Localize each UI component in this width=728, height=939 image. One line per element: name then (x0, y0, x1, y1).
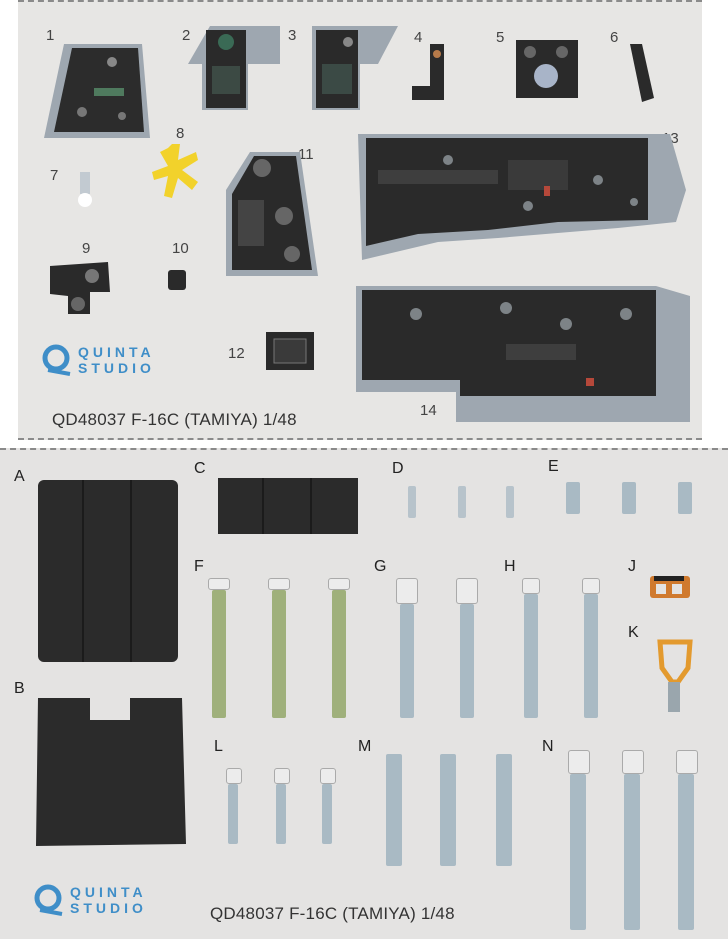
decal-part-13 (358, 134, 686, 260)
decal-part-N-buckle-3 (676, 750, 698, 774)
sheet-caption-bottom: QD48037 F-16C (TAMIYA) 1/48 (210, 904, 455, 923)
part-letter-K: K (628, 624, 639, 641)
logo-word-quinta: QUINTA (78, 344, 155, 360)
decal-part-B (36, 698, 186, 846)
decal-part-D-1 (408, 486, 416, 518)
decal-part-E-2 (622, 482, 636, 514)
decal-part-4 (412, 44, 444, 100)
part-number-11: 11 (298, 146, 314, 163)
decal-part-C (218, 478, 358, 534)
decal-part-N-2 (624, 774, 640, 930)
decal-part-G-buckle-2 (456, 578, 478, 604)
decal-part-9 (50, 262, 110, 314)
part-number-4: 4 (414, 29, 423, 46)
decal-part-8 (152, 144, 198, 198)
decal-part-L-buckle-2 (274, 768, 290, 784)
part-letter-L: L (214, 738, 223, 755)
part-number-5: 5 (496, 29, 505, 46)
part-number-8: 8 (176, 125, 185, 142)
decal-part-D-3 (506, 486, 514, 518)
decal-part-3 (312, 26, 398, 110)
decal-part-F-buckle-1 (208, 578, 230, 590)
part-letter-D: D (392, 460, 404, 477)
decal-part-G-1 (400, 604, 414, 718)
decal-part-F-buckle-3 (328, 578, 350, 590)
decal-part-F-1 (212, 590, 226, 718)
sheet-caption: QD48037 F-16C (TAMIYA) 1/48 (52, 410, 297, 429)
part-number-14: 14 (420, 402, 437, 419)
part-letter-M: M (358, 738, 372, 755)
decal-sheet-instrument-panels: 1 2 3 4 5 6 7 8 9 10 11 12 13 14 (18, 0, 702, 440)
logo-word-quinta: QUINTA (70, 884, 147, 900)
decal-part-F-buckle-2 (268, 578, 290, 590)
decal-part-5 (516, 40, 578, 98)
decal-part-2 (188, 26, 280, 110)
decal-part-6 (630, 44, 654, 102)
decal-part-E-3 (678, 482, 692, 514)
quinta-studio-logo-icon (34, 884, 63, 916)
part-number-9: 9 (82, 240, 91, 257)
decal-part-N-buckle-1 (568, 750, 590, 774)
part-number-2: 2 (182, 27, 191, 44)
part-letter-B: B (14, 680, 25, 697)
decal-part-A (38, 480, 178, 662)
part-letter-A: A (14, 468, 25, 485)
decal-part-G-buckle-1 (396, 578, 418, 604)
decal-part-14 (356, 286, 690, 422)
part-letter-F: F (194, 558, 204, 575)
decal-part-K (657, 639, 693, 712)
part-letter-J: J (628, 558, 636, 575)
decal-part-N-buckle-2 (622, 750, 644, 774)
decal-part-10 (168, 270, 186, 290)
decal-part-E-1 (566, 482, 580, 514)
part-number-6: 6 (610, 29, 619, 46)
decal-part-G-2 (460, 604, 474, 718)
decal-part-H-2 (584, 594, 598, 718)
decal-part-J (650, 576, 690, 598)
decal-part-H-1 (524, 594, 538, 718)
part-number-10: 10 (172, 240, 189, 257)
decal-part-L-2 (276, 784, 286, 844)
part-letter-E: E (548, 458, 559, 475)
decal-part-H-buckle-2 (582, 578, 600, 594)
decal-part-N-1 (570, 774, 586, 930)
quinta-studio-logo-icon (42, 344, 71, 376)
part-letter-C: C (194, 460, 206, 477)
decal-part-N-3 (678, 774, 694, 930)
decal-part-M-2 (440, 754, 456, 866)
decal-part-F-3 (332, 590, 346, 718)
decal-part-7 (78, 172, 92, 207)
part-number-3: 3 (288, 27, 297, 44)
decal-part-L-1 (228, 784, 238, 844)
decal-part-L-3 (322, 784, 332, 844)
part-number-1: 1 (46, 27, 55, 44)
decal-part-11 (226, 152, 318, 276)
decal-part-H-buckle-1 (522, 578, 540, 594)
part-number-12: 12 (228, 345, 245, 362)
part-number-7: 7 (50, 167, 59, 184)
decal-part-D-2 (458, 486, 466, 518)
part-letter-G: G (374, 558, 387, 575)
decal-part-12 (266, 332, 314, 370)
decal-part-1 (44, 44, 150, 138)
logo-word-studio: STUDIO (70, 900, 147, 916)
decal-part-F-2 (272, 590, 286, 718)
logo-word-studio: STUDIO (78, 360, 155, 376)
part-letter-H: H (504, 558, 516, 575)
decal-part-M-3 (496, 754, 512, 866)
part-letter-N: N (542, 738, 554, 755)
decal-part-M-1 (386, 754, 402, 866)
decal-sheet-seat-belts: A B C D E F G H J K L M N (0, 448, 728, 939)
decal-part-L-buckle-3 (320, 768, 336, 784)
decal-part-L-buckle-1 (226, 768, 242, 784)
